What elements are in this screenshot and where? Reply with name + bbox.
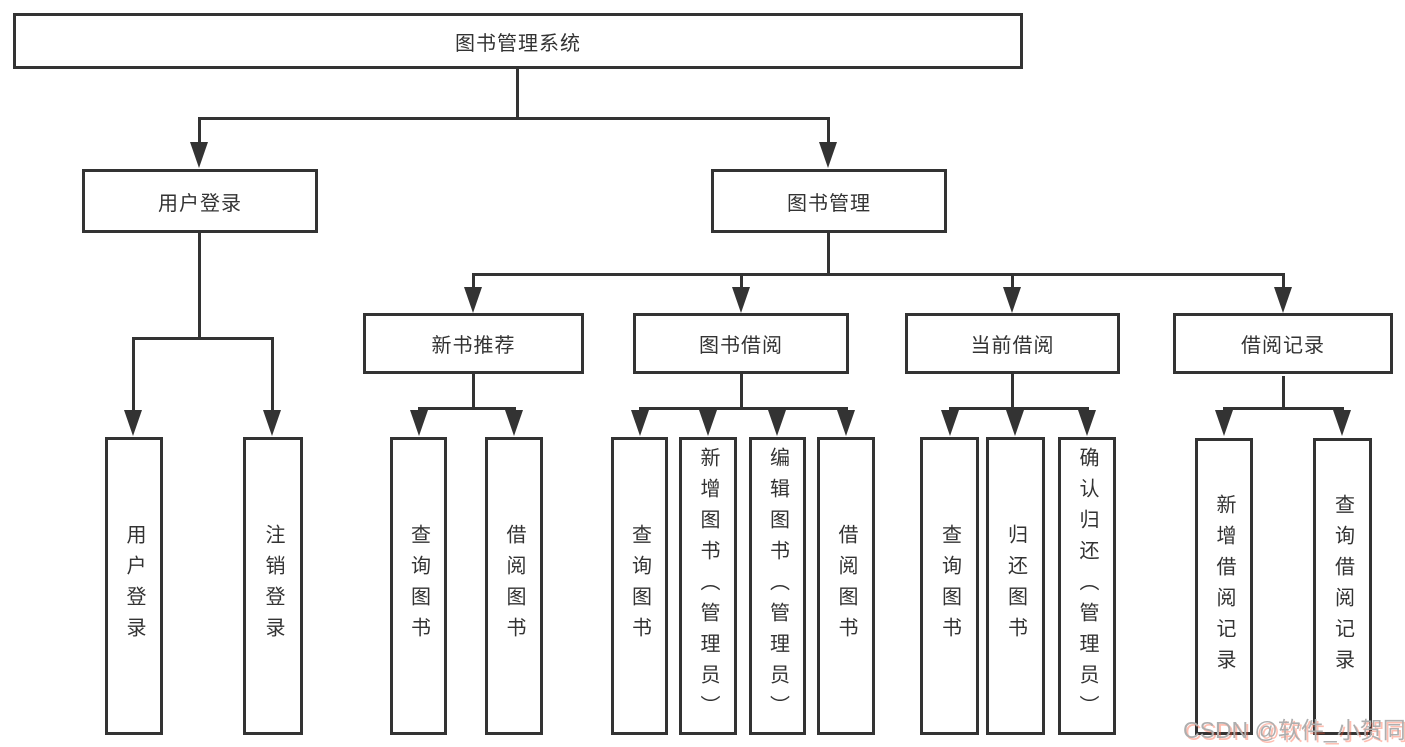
arrowhead-book-borrow: [732, 287, 750, 313]
arrowhead-borrow-record: [1274, 287, 1292, 313]
arrowhead-bb-add: [699, 410, 717, 436]
connector-stem-current-borrow: [1011, 273, 1014, 289]
leaf-recommend-borrow-books-label: 借阅图书: [503, 524, 525, 648]
connector-stem-leaf-user-login: [132, 337, 135, 413]
connector-user-login-bus: [132, 337, 274, 340]
arrowhead-bb-borrow: [837, 410, 855, 436]
node-user-login: 用户登录: [82, 169, 318, 233]
leaf-borrow-query-books-label: 查询图书: [628, 524, 651, 648]
connector-level3-bus: [472, 273, 1285, 276]
leaf-logout-login: 注销登录: [243, 437, 303, 735]
node-book-management: 图书管理: [711, 169, 947, 233]
leaf-confirm-return-admin: 确认归还（管理员）: [1058, 437, 1116, 735]
leaf-logout-login-label: 注销登录: [262, 524, 284, 648]
leaf-user-login: 用户登录: [105, 437, 163, 735]
connector-user-login-drop: [198, 233, 201, 339]
leaf-query-borrow-record: 查询借阅记录: [1313, 438, 1372, 735]
connector-stem-book-management: [827, 117, 830, 145]
connector-borrow-record-drop: [1282, 376, 1285, 409]
leaf-confirm-return-admin-label: 确认归还（管理员）: [1076, 446, 1098, 726]
leaf-edit-books-admin-label: 编辑图书（管理员）: [766, 446, 789, 726]
node-new-book-recommend: 新书推荐: [363, 313, 584, 374]
connector-stem-borrow-record: [1282, 273, 1285, 289]
arrowhead-current-borrow: [1003, 287, 1021, 313]
arrowhead-new-book-recommend: [464, 287, 482, 313]
connector-book-borrow-drop: [740, 374, 743, 409]
arrowhead-user-login: [190, 142, 208, 168]
leaf-recommend-query-books: 查询图书: [390, 437, 447, 735]
connector-book-management-drop: [827, 233, 830, 275]
leaf-current-query-books-label: 查询图书: [938, 524, 961, 648]
arrowhead-leaf-logout: [263, 410, 281, 436]
arrowhead-book-management: [819, 142, 837, 168]
connector-stem-user-login: [198, 117, 201, 145]
leaf-return-books-label: 归还图书: [1004, 524, 1027, 648]
leaf-recommend-borrow-books: 借阅图书: [485, 437, 543, 735]
connector-recommend-drop: [472, 374, 475, 409]
leaf-borrow-books-label: 借阅图书: [835, 524, 857, 648]
leaf-query-borrow-record-label: 查询借阅记录: [1331, 493, 1354, 680]
connector-borrow-record-bus: [1223, 407, 1344, 410]
leaf-add-books-admin-label: 新增图书（管理员）: [697, 446, 719, 726]
leaf-add-borrow-record-label: 新增借阅记录: [1213, 493, 1235, 680]
arrowhead-bb-edit: [768, 410, 786, 436]
leaf-recommend-query-books-label: 查询图书: [407, 524, 430, 648]
connector-stem-new-book-recommend: [472, 273, 475, 289]
arrowhead-cb-return: [1006, 410, 1024, 436]
connector-level1-bus: [198, 117, 830, 120]
connector-current-borrow-bus: [949, 407, 1089, 410]
connector-current-borrow-drop: [1011, 374, 1014, 409]
leaf-current-query-books: 查询图书: [920, 437, 979, 735]
arrowhead-recommend-query: [410, 410, 428, 436]
arrowhead-recommend-borrow: [505, 410, 523, 436]
leaf-borrow-books: 借阅图书: [817, 437, 875, 735]
csdn-watermark: CSDN @软件_小贺同学: [1183, 717, 1405, 743]
connector-stem-book-borrow: [740, 273, 743, 289]
arrowhead-bb-query: [631, 410, 649, 436]
connector-book-borrow-bus: [639, 407, 848, 410]
leaf-borrow-query-books: 查询图书: [611, 437, 668, 735]
node-book-borrow: 图书借阅: [633, 313, 849, 374]
connector-recommend-bus: [418, 407, 516, 410]
arrowhead-br-add: [1215, 410, 1233, 436]
arrowhead-cb-confirm: [1078, 410, 1096, 436]
arrowhead-cb-query: [941, 410, 959, 436]
node-current-borrow: 当前借阅: [905, 313, 1120, 374]
leaf-return-books: 归还图书: [986, 437, 1045, 735]
leaf-add-borrow-record: 新增借阅记录: [1195, 438, 1253, 735]
leaf-edit-books-admin: 编辑图书（管理员）: [749, 437, 806, 735]
leaf-user-login-label: 用户登录: [123, 524, 145, 648]
leaf-add-books-admin: 新增图书（管理员）: [679, 437, 737, 735]
node-root-library-system: 图书管理系统: [13, 13, 1023, 69]
node-borrow-record: 借阅记录: [1173, 313, 1393, 374]
arrowhead-br-query: [1333, 410, 1351, 436]
connector-stem-leaf-logout: [271, 337, 274, 413]
arrowhead-leaf-user-login: [124, 410, 142, 436]
connector-root-drop: [516, 69, 519, 119]
